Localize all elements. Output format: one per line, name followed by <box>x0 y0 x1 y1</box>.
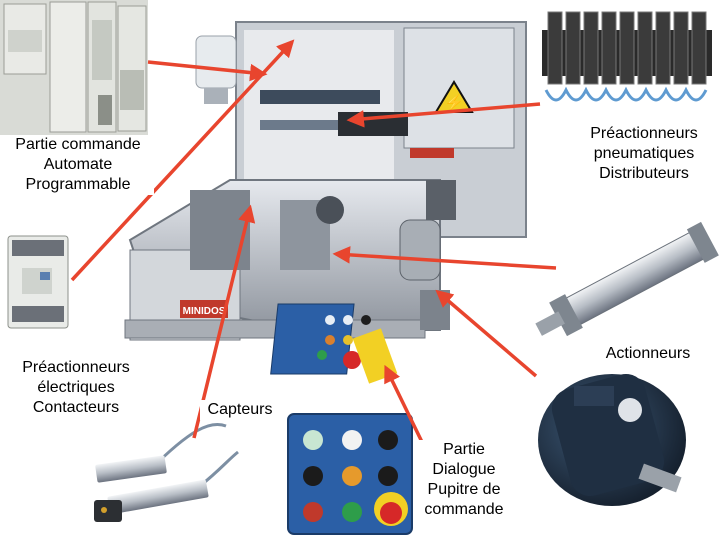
arrow-motor <box>438 292 536 376</box>
label-partie-commande: Partie commande Automate Programmable <box>2 135 154 195</box>
valves-image <box>536 0 720 108</box>
motor-image <box>538 369 686 506</box>
plc-image <box>0 0 148 135</box>
machine-image: ⚡ MINIDOS <box>125 22 526 384</box>
sensors-image <box>88 424 238 540</box>
cylinder-image <box>530 222 719 347</box>
contactor-image <box>8 236 68 328</box>
label-preactionneurs-electriques: Préactionneurs électriques Contacteurs <box>4 358 148 418</box>
svg-text:MINIDOS: MINIDOS <box>183 306 226 317</box>
panel-image <box>284 410 416 536</box>
label-capteurs: Capteurs <box>200 400 280 420</box>
label-actionneurs: Actionneurs <box>596 344 700 364</box>
label-preactionneurs-pneumatiques: Préactionneurs pneumatiques Distributeur… <box>574 124 714 184</box>
label-partie-dialogue: Partie Dialogue Pupitre de commande <box>416 440 512 520</box>
